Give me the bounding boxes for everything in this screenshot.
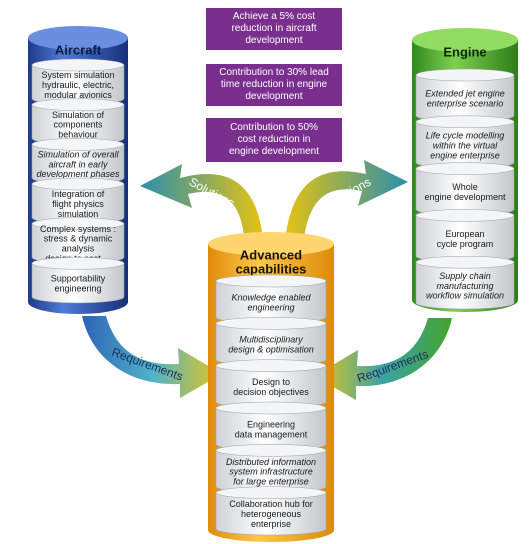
advanced-item-disc-top [215, 359, 327, 372]
requirements-arrow-right: Requirements [314, 318, 452, 400]
goal-text-3: Contribution to 50% cost reduction in en… [228, 122, 320, 157]
aircraft-item-disc [31, 263, 125, 304]
engine-item-disc-top [415, 115, 515, 129]
engine-cylinder-top [412, 28, 518, 52]
advanced-item-disc-top [215, 401, 327, 415]
engine-item-disc-top [415, 68, 515, 82]
aircraft-title: Aircraft [55, 43, 102, 58]
engine-item-disc [415, 261, 515, 310]
aircraft-item-disc-top [31, 177, 125, 191]
advanced-item-disc-top [215, 317, 327, 330]
aircraft-item-disc-top [31, 58, 125, 72]
advanced-item-disc [215, 492, 327, 536]
advanced-cylinder-top [208, 232, 334, 256]
engine-title: Engine [443, 45, 486, 60]
aircraft-item-disc-top [31, 138, 125, 151]
requirements-arrow-left: Requirements [82, 316, 222, 398]
advanced-item-disc-top [215, 444, 327, 457]
engine-item-disc-top [415, 162, 515, 175]
advanced-item-disc-top [215, 274, 327, 288]
goal-text-1: Achieve a 5% cost reduction in aircraft … [231, 11, 317, 46]
goal-box-aircraft-cost: Achieve a 5% cost reduction in aircraft … [206, 8, 342, 50]
goal-box-engine-cost: Contribution to 50% cost reduction in en… [206, 118, 342, 162]
aircraft-cylinder-top [28, 26, 128, 50]
solutions-arrow-right: Solutions [286, 160, 408, 238]
engine-item-disc-top [415, 209, 515, 222]
goal-text-2: Contribution to 30% lead time reduction … [219, 67, 329, 102]
engine-item-disc-top [415, 255, 515, 269]
aircraft-item-disc-top [31, 217, 125, 230]
solutions-arrow-left: Solutions [140, 164, 262, 236]
advanced-item-disc-top [215, 486, 327, 499]
goal-box-engine-lead-time: Contribution to 30% lead time reduction … [206, 64, 342, 106]
aircraft-item-disc-top [31, 257, 125, 270]
aircraft-item-disc-top [31, 98, 125, 111]
